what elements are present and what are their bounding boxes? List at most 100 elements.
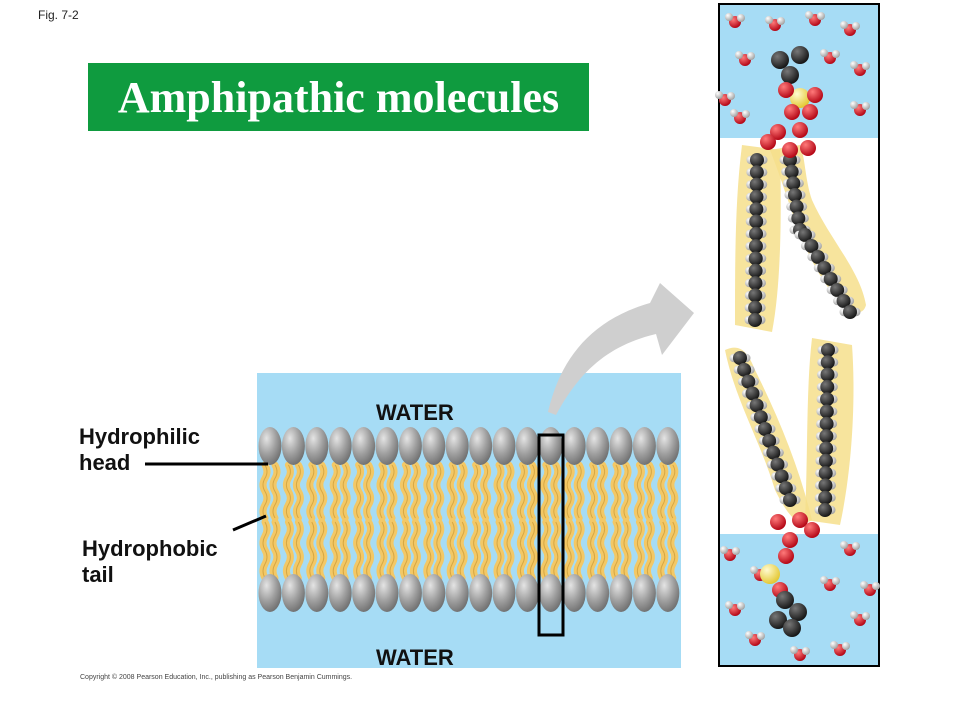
water-hydrogen: [842, 642, 850, 650]
carbon-atom: [821, 343, 835, 357]
water-hydrogen: [840, 21, 848, 29]
water-hydrogen: [732, 547, 740, 555]
phospholipid-head: [469, 574, 493, 612]
carbon-atom: [749, 226, 764, 241]
carbon-atom: [762, 433, 777, 448]
carbon-atom: [783, 619, 801, 637]
phospholipid-head: [492, 574, 516, 612]
phospholipid-head: [352, 427, 376, 465]
tail-chain-outline: [553, 464, 559, 519]
carbon-atom: [788, 188, 802, 202]
oxygen-atom: [807, 87, 823, 103]
tail-chain-outline: [623, 521, 629, 579]
oxygen-atom: [784, 104, 800, 120]
tail-chain-outline: [660, 464, 666, 519]
phospholipid-head: [609, 427, 633, 465]
carbon-atom: [818, 466, 833, 481]
carbon-atom: [818, 490, 833, 505]
tail-chain-outline: [319, 521, 325, 579]
water-hydrogen: [777, 17, 785, 25]
water-hydrogen: [720, 546, 728, 554]
water-hydrogen: [850, 61, 858, 69]
tail-chain-outline: [412, 464, 418, 519]
selected-phospholipid-box: [537, 433, 565, 637]
phospholipid-head: [656, 427, 680, 465]
water-hydrogen: [860, 581, 868, 589]
carbon-atom: [819, 429, 834, 444]
oxygen-atom: [804, 522, 820, 538]
phospholipid-head: [586, 574, 610, 612]
tail-chain-outline: [402, 464, 408, 519]
water-hydrogen: [725, 601, 733, 609]
water-hydrogen: [765, 16, 773, 24]
oxygen-atom: [792, 122, 808, 138]
tail-chain-outline: [646, 464, 652, 519]
water-hydrogen: [742, 110, 750, 118]
hydrophilic-label-line2: head: [79, 450, 131, 475]
carbon-atom: [798, 228, 812, 242]
carbon-atom: [818, 478, 833, 493]
phospholipid-head: [586, 427, 610, 465]
carbon-atom: [749, 214, 764, 229]
carbon-atom: [789, 199, 804, 214]
water-hydrogen: [730, 109, 738, 117]
water-hydrogen: [737, 14, 745, 22]
tail-chain-outline: [496, 521, 502, 579]
carbon-atom: [804, 239, 819, 253]
carbon-atom: [819, 416, 834, 431]
hydrophilic-head-label: Hydrophilic head: [79, 424, 200, 476]
phospholipid-head: [422, 574, 446, 612]
tail-chain-outline: [566, 464, 572, 519]
tail-chain-outline: [332, 464, 338, 519]
carbon-atom: [823, 272, 838, 286]
model-water-bottom: [720, 534, 878, 665]
tail-chain-outline: [660, 521, 666, 579]
hydrophobic-tails: [259, 461, 679, 582]
carbon-atom: [817, 261, 832, 275]
carbon-atom: [819, 441, 834, 456]
tail-chain-outline: [389, 521, 395, 579]
phospholipid-head: [398, 427, 422, 465]
water-hydrogen: [862, 612, 870, 620]
tail-chain-outline: [262, 464, 268, 519]
tail-chain-outline: [309, 521, 315, 579]
tail-chain-outline: [636, 464, 642, 519]
water-hydrogen: [852, 22, 860, 30]
water-hydrogen: [862, 102, 870, 110]
tail-chain-outline: [342, 521, 348, 579]
hydrophilic-heads-bottom: [258, 574, 680, 612]
carbon-atom: [750, 153, 764, 167]
carbon-atom: [843, 305, 857, 319]
molecular-model-panel: [715, 3, 880, 667]
water-hydrogen: [820, 49, 828, 57]
phospholipid-head: [445, 574, 469, 612]
tail-chain-outline: [342, 464, 348, 519]
zoom-arrow: [548, 283, 694, 415]
tail-chain-outline: [319, 464, 325, 519]
water-hydrogen: [737, 602, 745, 610]
water-hydrogen: [832, 50, 840, 58]
tail-chain-outline: [600, 464, 606, 519]
tail-chain-outline: [412, 521, 418, 579]
carbon-atom: [820, 367, 835, 382]
tail-chain-outline: [623, 464, 629, 519]
water-hydrogen: [832, 577, 840, 585]
carbon-atom: [749, 165, 764, 180]
water-hydrogen: [862, 62, 870, 70]
tail-chain-outline: [436, 521, 442, 579]
water-hydrogen: [727, 92, 735, 100]
water-hydrogen: [852, 542, 860, 550]
tail-chain-outline: [379, 521, 385, 579]
tail-chain-outline: [332, 521, 338, 579]
tail-chain-outline: [506, 464, 512, 519]
oxygen-atom: [770, 514, 786, 530]
tail-chain-outline: [553, 521, 559, 579]
tail-chain-outline: [285, 464, 291, 519]
phospholipid-head: [515, 427, 539, 465]
carbon-atom: [748, 276, 763, 291]
carbon-atom: [748, 288, 763, 303]
tail-chain-outline: [529, 464, 535, 519]
tail-chain-outline: [483, 464, 489, 519]
carbon-atom: [769, 611, 787, 629]
